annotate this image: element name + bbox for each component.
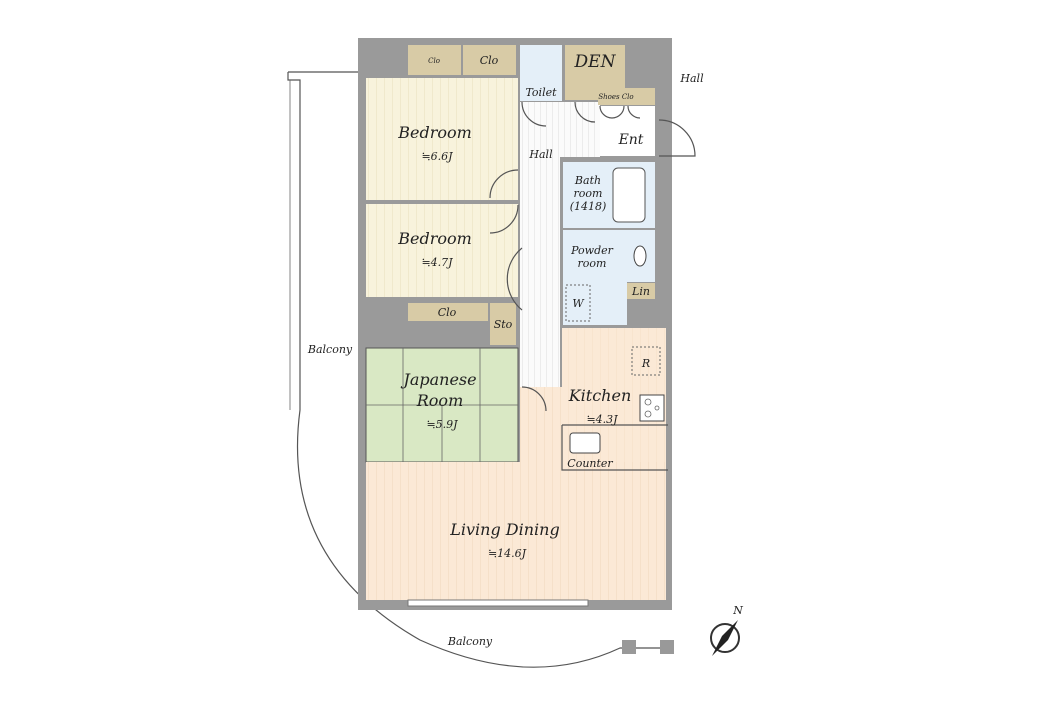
- closet-2-label: Clo: [480, 54, 499, 67]
- entrance: [600, 106, 655, 156]
- japanese-room-name-2: Room: [416, 391, 463, 410]
- closet-1: [408, 45, 461, 75]
- entrance-label: Ent: [618, 132, 644, 148]
- toilet-label: Toilet: [525, 86, 557, 99]
- sink-icon: [633, 245, 647, 267]
- balcony-outline: [287, 71, 674, 668]
- kitchen-name: Kitchen: [568, 386, 632, 405]
- side-balcony-label: Balcony: [307, 343, 353, 356]
- bathroom-label-2: room: [574, 187, 603, 200]
- fridge-label: R: [641, 357, 650, 370]
- counter-label: Counter: [567, 457, 613, 470]
- linen-closet: [627, 283, 655, 299]
- japanese-room-name-1: Japanese: [400, 370, 476, 389]
- outer-hall-label: Hall: [679, 72, 704, 85]
- living-dining-size: ≒14.6J: [488, 547, 527, 560]
- stove-icon: [639, 394, 665, 422]
- kitchen-sink-icon: [569, 432, 601, 454]
- bottom-balcony-label: Balcony: [447, 635, 493, 648]
- closet-3: [408, 303, 488, 321]
- bathtub: [612, 167, 646, 223]
- linen-label: Lin: [631, 285, 650, 298]
- shoes-closet-label: Shoes Clo: [598, 93, 633, 101]
- toilet-room: [520, 45, 562, 101]
- fridge-space: [631, 346, 661, 376]
- bedroom-2: [366, 204, 518, 297]
- den-label: DEN: [574, 52, 617, 72]
- living-dining-name: Living Dining: [449, 520, 559, 539]
- bedroom-1-name: Bedroom: [397, 123, 472, 142]
- compass-north-label: N: [732, 604, 743, 617]
- hall-upper: [560, 102, 600, 157]
- bedroom-1-size: ≒6.6J: [421, 150, 453, 163]
- powder-room: [563, 230, 627, 325]
- washer-space: [565, 284, 591, 322]
- shoes-closet: [598, 88, 655, 105]
- powder-room-label-1: Powder: [570, 244, 614, 257]
- bathroom-label-1: Bath: [574, 174, 601, 187]
- powder-room-label-2: room: [578, 257, 607, 270]
- living-dining-room: [366, 462, 666, 600]
- washer-label: W: [572, 297, 585, 310]
- hall-corridor: [520, 102, 560, 387]
- doors: [489, 101, 696, 412]
- counter: [561, 424, 668, 471]
- closet-1-label: Clo: [428, 57, 440, 65]
- inner-hall-label: Hall: [528, 148, 553, 161]
- closet-3-label: Clo: [438, 306, 457, 319]
- bathroom-label-3: (1418): [570, 200, 607, 213]
- bedroom-2-size: ≒4.7J: [421, 256, 453, 269]
- japanese-room-size: ≒5.9J: [426, 418, 458, 431]
- bedroom-2-name: Bedroom: [397, 229, 472, 248]
- closet-2: [463, 45, 516, 75]
- storage-label: Sto: [494, 318, 513, 331]
- bedroom-1: [366, 78, 518, 200]
- kitchen-size: ≒4.3J: [586, 413, 618, 426]
- compass-icon: N: [710, 604, 743, 656]
- storage: [490, 303, 516, 345]
